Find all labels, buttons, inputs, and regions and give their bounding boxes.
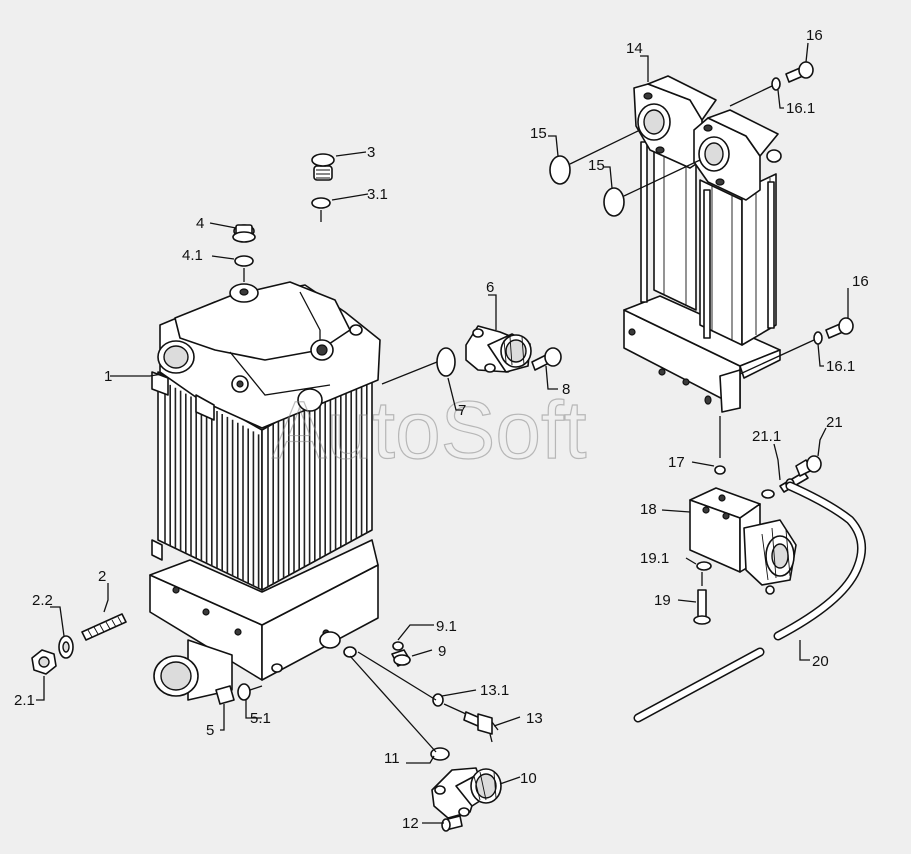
stud-part-2 [81, 613, 127, 641]
filter-assembly [623, 75, 782, 413]
bolt-part-16-top [729, 61, 814, 107]
flange-part-10 [430, 747, 502, 819]
callout-18: 18 [640, 501, 657, 518]
bolt-part-8 [531, 347, 562, 371]
hose-part-20 [633, 481, 867, 723]
watermark-text: AutoSoft [272, 385, 587, 476]
callout-16-1-b: 16.1 [826, 358, 855, 375]
intercooler [149, 281, 381, 701]
ring-part-3-1 [311, 197, 331, 222]
callout-17: 17 [668, 454, 685, 471]
o-ring-part-7 [381, 347, 456, 385]
flange-part-6 [465, 325, 532, 373]
washer-part-2-2 [58, 635, 74, 659]
plug-part-5 [215, 683, 263, 705]
callout-19-1: 19.1 [640, 550, 669, 567]
callout-16-1-a: 16.1 [786, 100, 815, 117]
callout-2-1: 2.1 [14, 692, 35, 709]
o-ring-part-15-a [549, 129, 641, 185]
callout-4: 4 [196, 215, 204, 232]
sensor-part-13 [432, 693, 499, 743]
nut-part-2-1 [31, 649, 57, 675]
callout-9-1: 9.1 [436, 618, 457, 635]
callout-11: 11 [384, 750, 400, 767]
callout-14: 14 [626, 40, 643, 57]
callout-16-b: 16 [852, 273, 869, 290]
callout-4-1: 4.1 [182, 247, 203, 264]
o-ring-part-15-b [603, 159, 701, 217]
callout-9: 9 [438, 643, 446, 660]
screw-part-12 [441, 815, 463, 832]
callout-3: 3 [367, 144, 375, 161]
washer-part-4-1 [234, 255, 254, 282]
callout-19: 19 [654, 592, 671, 609]
callout-16-a: 16 [806, 27, 823, 44]
callout-leaders [36, 42, 849, 824]
plug-part-9 [391, 641, 411, 667]
callout-12: 12 [402, 815, 419, 832]
callout-5: 5 [206, 722, 214, 739]
callout-6: 6 [486, 279, 494, 296]
callout-10: 10 [520, 770, 537, 787]
callout-15-a: 15 [530, 125, 547, 142]
callout-13: 13 [526, 710, 543, 727]
callout-8: 8 [562, 381, 570, 398]
callout-2: 2 [98, 568, 106, 585]
callout-2-2: 2.2 [32, 592, 53, 609]
callout-13-1: 13.1 [480, 682, 509, 699]
plug-part-3 [311, 153, 335, 181]
pump-part-18 [689, 416, 822, 625]
callout-21-1: 21.1 [752, 428, 781, 445]
callout-7: 7 [458, 402, 466, 419]
plug-part-4 [232, 224, 256, 243]
callout-3-1: 3.1 [367, 186, 388, 203]
callout-15-b: 15 [588, 157, 605, 174]
callout-5-1: 5.1 [250, 710, 271, 727]
callout-21: 21 [826, 414, 843, 431]
callout-1: 1 [104, 368, 112, 385]
callout-20: 20 [812, 653, 829, 670]
